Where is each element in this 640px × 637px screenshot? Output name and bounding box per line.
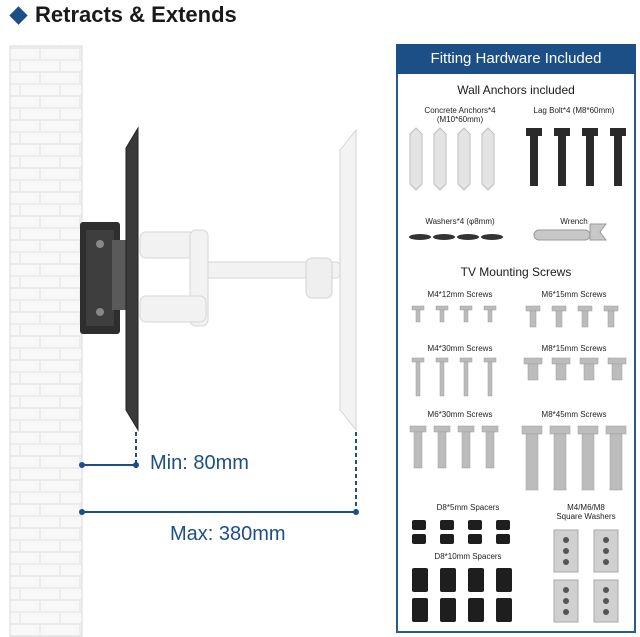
- square-washers: [553, 529, 619, 623]
- screw-label-m6-15: M6*15mm Screws: [541, 290, 607, 299]
- square-washers-label: M4/M6/M8 Square Washers: [556, 503, 616, 521]
- screw-label-m4-30: M4*30mm Screws: [427, 344, 493, 353]
- page-title-text: Retracts & Extends: [35, 2, 237, 27]
- brick-wall: [9, 45, 83, 637]
- screw-label-m6-30: M6*30mm Screws: [427, 410, 493, 419]
- hardware-illustrations: [409, 127, 627, 623]
- concrete-anchors-label: Concrete Anchors*4 (M10*60mm): [424, 106, 496, 124]
- washers: [409, 234, 503, 240]
- page-title: Retracts & Extends: [8, 2, 237, 28]
- wrench-label: Wrench: [560, 217, 588, 226]
- lag-bolt-label: Lag Bolt*4 (M8*60mm): [533, 106, 615, 115]
- wrench-icon: [533, 223, 607, 241]
- spacer-10mm-label: D8*10mm Spacers: [434, 552, 502, 561]
- screw-label-m8-15: M8*15mm Screws: [541, 344, 607, 353]
- retracted-tv: [125, 126, 139, 432]
- concrete-anchors: [409, 127, 495, 191]
- screw-label-m8-45: M8*45mm Screws: [541, 410, 607, 419]
- min-label: Min: 80mm: [150, 452, 249, 474]
- extended-tv-ghost: [139, 128, 357, 432]
- max-label: Max: 380mm: [170, 523, 286, 545]
- lag-bolts: [526, 128, 626, 186]
- spacer-5mm-label: D8*5mm Spacers: [436, 503, 500, 512]
- screws: [409, 305, 627, 491]
- screw-label-m4-12: M4*12mm Screws: [427, 290, 493, 299]
- tv-screws-heading: TV Mounting Screws: [460, 265, 572, 279]
- washers-label: Washers*4 (φ8mm): [425, 217, 495, 226]
- mount-illustration: [9, 45, 359, 637]
- wall-anchors-heading: Wall Anchors included: [457, 83, 575, 97]
- hardware-panel-title: Fitting Hardware Included: [396, 44, 636, 74]
- spacers: [412, 520, 512, 622]
